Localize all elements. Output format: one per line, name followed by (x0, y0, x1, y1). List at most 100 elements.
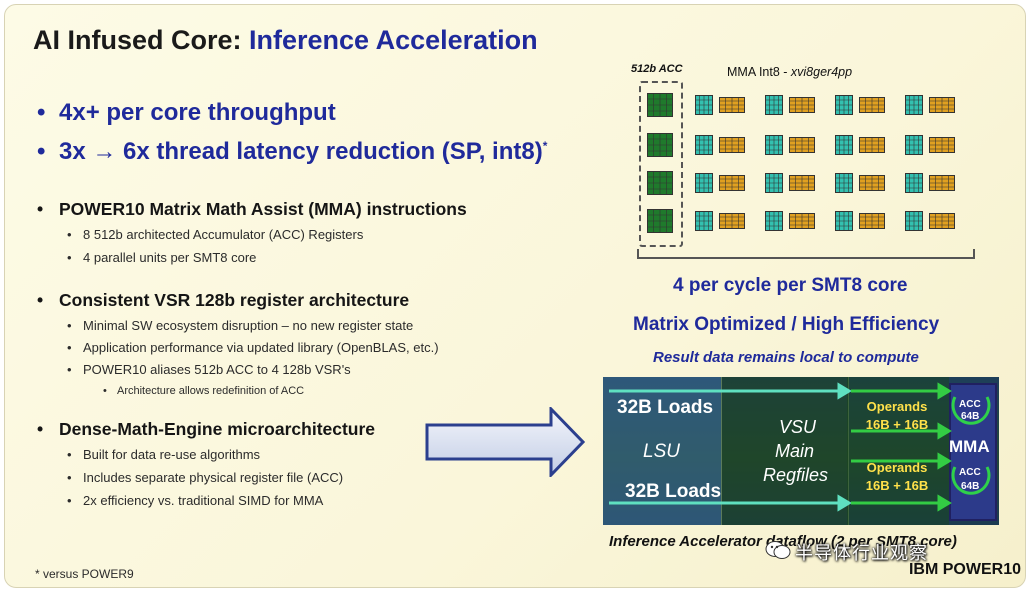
footnote-marker: * (542, 139, 548, 153)
acc-matrix (647, 133, 673, 157)
title-part-1: AI Infused Core: (33, 25, 250, 55)
operand-matrix-a (835, 95, 853, 115)
watermark: 半导体行业观察 (795, 543, 928, 563)
item-text: Minimal SW ecosystem disruption – no new… (83, 318, 414, 333)
list-item: •8 512b architected Accumulator (ACC) Re… (67, 227, 364, 242)
operand-matrix-a (765, 173, 783, 193)
operand-matrix-b (929, 213, 955, 229)
operand-matrix-a (835, 173, 853, 193)
bullet: • (37, 99, 46, 126)
acc-top-label: ACC (959, 399, 981, 410)
operand-matrix-b (719, 137, 745, 153)
sub-list-item: •Architecture allows redefinition of ACC (103, 385, 305, 397)
section-heading-dme: •Dense-Math-Engine microarchitecture (37, 419, 376, 439)
list-item: •2x efficiency vs. traditional SIMD for … (67, 493, 324, 508)
dataflow-caption: Inference Accelerator dataflow (2 per SM… (609, 533, 957, 550)
per-cycle-label: 4 per cycle per SMT8 core (673, 275, 908, 296)
operand-matrix-b (859, 137, 885, 153)
vsu-label: VSU (779, 417, 817, 437)
loads-bottom-label: 32B Loads (625, 481, 722, 502)
heading-text: Dense-Math-Engine microarchitecture (59, 419, 376, 439)
acc-bottom-size: 64B (961, 481, 980, 492)
operand-matrix-a (905, 173, 923, 193)
heading-text: Consistent VSR 128b register architectur… (59, 290, 410, 310)
acc-matrix (647, 171, 673, 195)
operand-matrix-b (719, 97, 745, 113)
lsu-region (603, 377, 721, 525)
list-item: •POWER10 aliases 512b ACC to 4 128b VSR'… (67, 362, 351, 377)
operand-matrix-a (905, 95, 923, 115)
mma-label-prefix: MMA Int8 - (727, 65, 791, 79)
item-text: Architecture allows redefinition of ACC (117, 385, 305, 397)
operand-matrix-a (905, 135, 923, 155)
operand-matrix-b (859, 97, 885, 113)
operand-matrix-a (695, 211, 713, 231)
section-heading-vsr: •Consistent VSR 128b register architectu… (37, 290, 410, 310)
acc-top-size: 64B (961, 411, 980, 422)
mma-label: MMA (949, 437, 990, 456)
item-text: Application performance via updated libr… (83, 340, 439, 355)
title-part-2: Inference Acceleration (249, 25, 538, 55)
operand-matrix-a (695, 95, 713, 115)
operand-matrix-a (905, 211, 923, 231)
lsu-label: LSU (643, 441, 680, 462)
operands-top-size: 16B + 16B (865, 417, 929, 432)
item-text: 8 512b architected Accumulator (ACC) Reg… (83, 227, 364, 242)
wechat-icon (765, 541, 791, 559)
slide-title: AI Infused Core: Inference Acceleration (33, 25, 538, 56)
item-text: Built for data re-use algorithms (83, 447, 261, 462)
item-text: 4 parallel units per SMT8 core (83, 250, 257, 265)
operand-matrix-b (929, 97, 955, 113)
highlight-text: 3x → 6x thread latency reduction (SP, in… (59, 138, 543, 165)
operand-matrix-a (835, 211, 853, 231)
operand-matrix-b (719, 175, 745, 191)
operands-region (847, 377, 949, 525)
list-item: •Built for data re-use algorithms (67, 447, 261, 462)
optimized-label: Matrix Optimized / High Efficiency (633, 314, 940, 335)
bullet: • (37, 138, 46, 165)
operands-bottom-label: Operands (866, 460, 928, 475)
operand-matrix-b (929, 137, 955, 153)
operands-bottom-size: 16B + 16B (865, 478, 929, 493)
operand-matrix-b (859, 213, 885, 229)
list-item: •Application performance via updated lib… (67, 340, 439, 355)
acc-dashed-outline (639, 81, 683, 247)
result-local-label: Result data remains local to compute (653, 349, 919, 366)
mma-instruction-label: MMA Int8 - xvi8ger4pp (727, 65, 852, 79)
operand-matrix-a (765, 211, 783, 231)
item-text: Includes separate physical register file… (83, 470, 344, 485)
operand-matrix-b (859, 175, 885, 191)
operand-matrix-b (789, 137, 815, 153)
operand-matrix-a (765, 135, 783, 155)
section-heading-mma: •POWER10 Matrix Math Assist (MMA) instru… (37, 199, 467, 219)
dataflow-panel: 32B Loads LSU 32B Loads VSU Main Regfile… (603, 377, 999, 525)
vsu-region (721, 377, 849, 525)
operand-matrix-b (789, 213, 815, 229)
operand-matrix-a (835, 135, 853, 155)
bracket (637, 249, 975, 259)
acc-bottom-label: ACC (959, 467, 981, 478)
footnote: * versus POWER9 (35, 567, 134, 581)
right-arrow-icon (425, 407, 585, 477)
acc-matrix (647, 209, 673, 233)
list-item: •Minimal SW ecosystem disruption – no ne… (67, 318, 414, 333)
list-item: •Includes separate physical register fil… (67, 470, 344, 485)
loads-top-label: 32B Loads (617, 397, 714, 418)
operand-matrix-a (695, 173, 713, 193)
highlight-throughput: • 4x+ per core throughput (37, 99, 336, 127)
vsu-main-label: Main (775, 441, 815, 461)
operand-matrix-b (929, 175, 955, 191)
brand-label: IBM POWER10 (908, 561, 1021, 578)
highlight-text: 4x+ per core throughput (59, 99, 336, 126)
operand-matrix-b (719, 213, 745, 229)
item-text: 2x efficiency vs. traditional SIMD for M… (83, 493, 324, 508)
heading-text: POWER10 Matrix Math Assist (MMA) instruc… (59, 199, 467, 219)
vsu-regfiles-label: Regfiles (763, 465, 829, 485)
operand-matrix-a (765, 95, 783, 115)
operand-matrix-a (695, 135, 713, 155)
acc-matrix (647, 93, 673, 117)
operands-top-label: Operands (866, 399, 928, 414)
acc-label: 512b ACC (631, 63, 683, 75)
dataflow-arrows (609, 382, 991, 512)
list-item: •4 parallel units per SMT8 core (67, 250, 257, 265)
